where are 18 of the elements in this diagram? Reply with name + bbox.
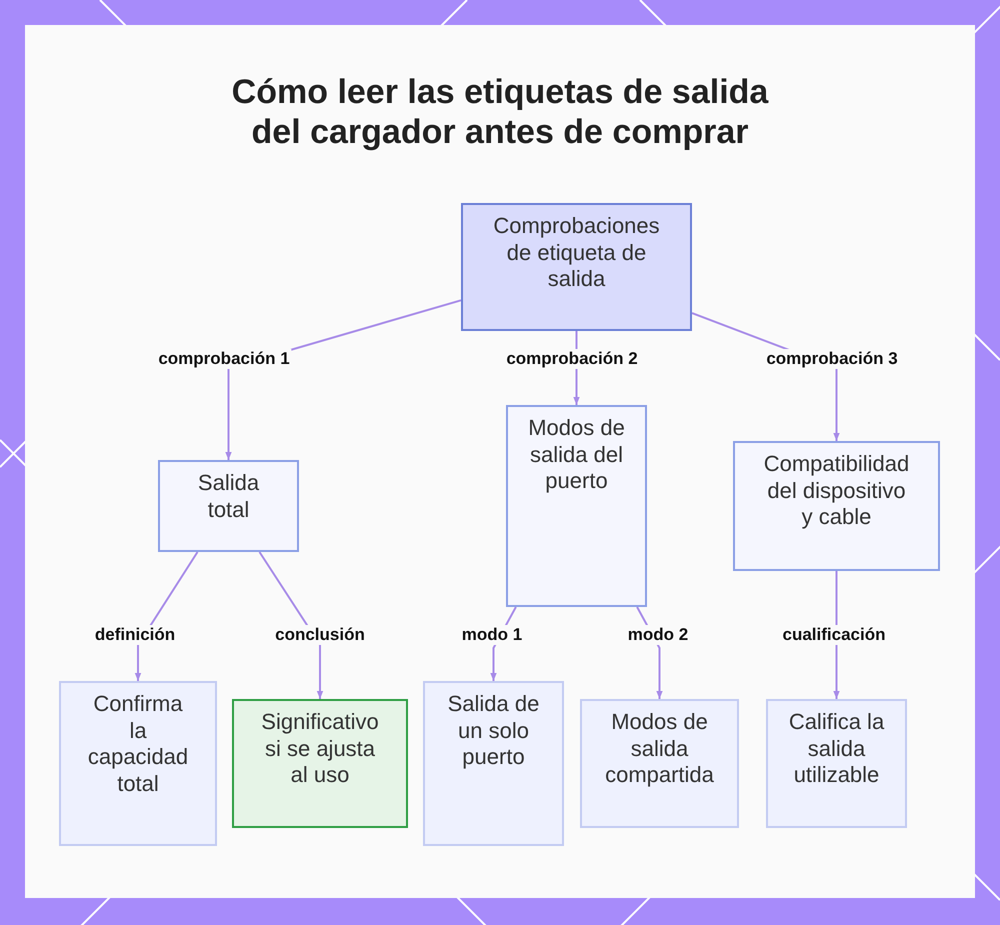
process-box: Comprobaciones de etiqueta de salida [461,203,692,331]
process-box: Modos de salida del puerto [506,405,647,607]
process-box: Salida total [158,460,299,552]
process-box: Salida de un solo puerto [423,681,564,846]
process-box: Compatibilidad del dispositivo y cable [733,441,940,571]
edge-label: modo 1 [460,625,524,645]
edge-label: comprobación 3 [764,349,900,369]
process-box: Modos de salida compartida [580,699,739,828]
process-box: Califica la salida utilizable [766,699,907,828]
edge-label: definición [92,625,178,645]
edge-label: conclusión [273,625,367,645]
diagram-title: Cómo leer las etiquetas de salida del cargador antes de comprar [230,72,770,152]
process-box: Significativo si se ajusta al uso [232,699,408,828]
edge-label: cualificación [780,625,888,645]
edge-label: comprobación 2 [504,349,640,369]
edge-label: comprobación 1 [156,349,292,369]
process-box: Confirma la capacidad total [59,681,217,846]
edge-label: modo 2 [626,625,690,645]
